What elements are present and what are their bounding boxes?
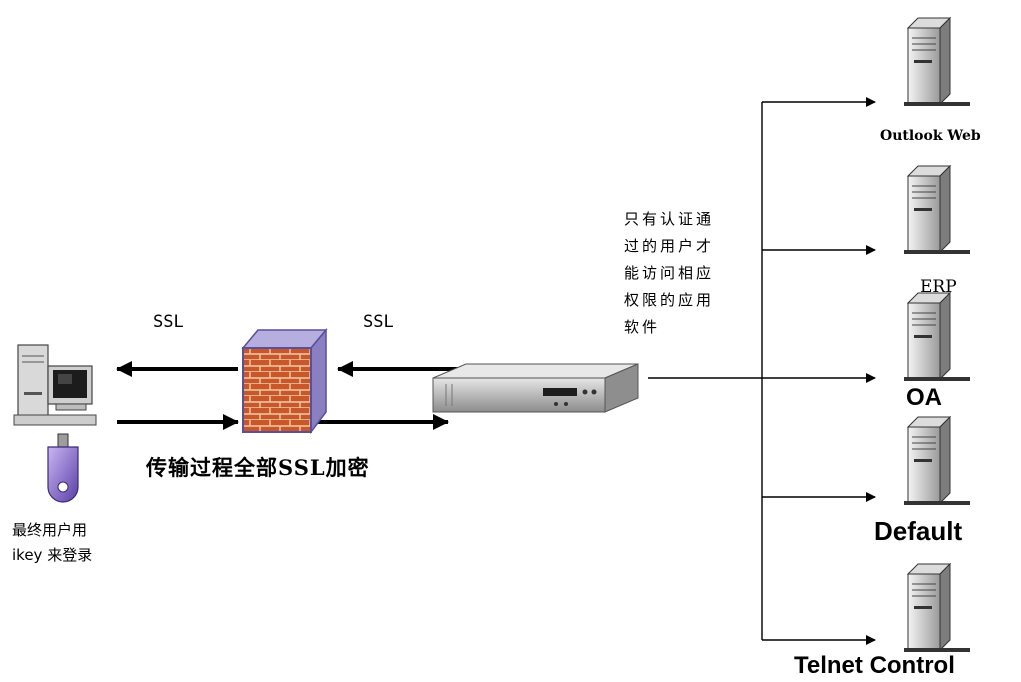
auth-note-line: 过的用户才	[624, 237, 715, 255]
server-telnet-control-icon	[904, 562, 970, 652]
distribution-lines	[648, 102, 763, 640]
server-erp-icon	[904, 164, 970, 254]
auth-note: 只有认证通 过的用户才 能访问相应 权限的应用 软件	[624, 206, 714, 341]
computer-icon	[13, 344, 97, 426]
auth-note-line: 权限的应用	[624, 291, 715, 309]
diagram-caption: 传输过程全部SSL加密	[146, 455, 370, 480]
server-label-erp: ERP	[920, 277, 957, 297]
ssl-label-left: SSL	[153, 312, 184, 332]
server-outlook-web-icon	[904, 16, 970, 106]
firewall-icon	[241, 327, 328, 435]
server-label-default: Default	[874, 516, 963, 546]
server-oa-icon	[904, 291, 970, 381]
vpn-gateway-icon	[432, 363, 639, 413]
end-user-note-line: 最终用户用	[12, 521, 88, 539]
auth-note-line: 能访问相应	[624, 264, 715, 282]
ssl-label-right: SSL	[363, 312, 394, 332]
end-user-note-line: ikey 来登录	[12, 546, 93, 564]
server-label-oa: OA	[906, 384, 942, 411]
server-label-outlook-web: Outlook Web	[880, 128, 981, 144]
server-default-icon	[904, 415, 970, 505]
auth-note-line: 软件	[624, 318, 661, 336]
server-label-telnet-control: Telnet Control	[794, 652, 955, 679]
usb-key-icon	[47, 433, 79, 503]
end-user-note: 最终用户用 ikey 来登录	[12, 518, 92, 568]
auth-note-line: 只有认证通	[624, 210, 715, 228]
